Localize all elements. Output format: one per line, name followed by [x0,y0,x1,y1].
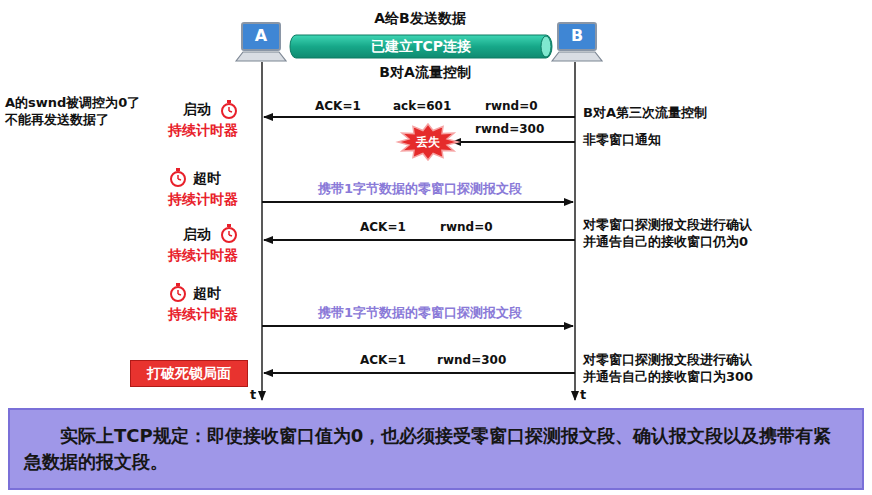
timer-label: 持续计时器 [168,121,238,139]
laptop-screen [558,23,596,50]
laptop-screen [242,23,280,50]
band-body [290,35,552,58]
probe-arrow [262,325,573,327]
loss-burst: 丢失 [398,124,458,160]
host-letter: B [571,26,583,45]
text-label: ACK=1 [360,220,406,236]
band-label: 已建立TCP连接 [371,38,471,56]
message-arrow [264,239,575,241]
text-label: rwnd=0 [440,220,493,236]
stopwatch-icon [222,224,236,242]
host-laptop: A [236,22,286,62]
timer-label: 持续计时器 [168,305,238,323]
timer-label: 持续计时器 [168,246,238,264]
laptop-keyboard [552,52,602,61]
text-label: rwnd=300 [475,122,544,138]
text-label: A给B发送数据 [374,9,466,27]
text-label: ack=601 [393,99,451,115]
text-label: 对零窗口探测报文段进行确认 并通告自己的接收窗口为300 [583,352,823,386]
text-label: B对A流量控制 [379,63,471,81]
timer-label: 持续计时器 [168,190,238,208]
text-label: t [250,387,256,404]
stopwatch-icon [171,283,185,301]
text-label: t [580,387,586,404]
text-label: 超时 [193,284,221,302]
text-label: ACK=1 [360,353,406,369]
status-label: 打破死锁局面 [147,365,231,383]
message-arrow [264,372,575,374]
text-label: B对A第三次流量控制 [583,105,707,122]
probe-arrow [262,201,573,203]
text-label: 启动 [183,225,211,243]
stopwatch-icon [171,168,185,186]
lost-message-arrow [452,141,575,143]
text-label: 启动 [183,100,211,118]
text-label: A的swnd被调控为0了 不能再发送数据了 [5,95,155,129]
probe-label: 携带1字节数据的零窗口探测报文段 [318,305,522,322]
connection-band: 已建立TCP连接 [290,35,552,58]
host-letter: A [255,26,267,45]
probe-label: 携带1字节数据的零窗口探测报文段 [318,181,522,198]
text-label: 超时 [193,169,221,187]
loss-label: 丢失 [416,134,440,151]
text-label: ACK=1 [315,99,361,115]
laptop-keyboard [236,52,286,61]
message-arrow [264,116,575,118]
text-label: 非零窗口通知 [583,132,661,149]
stopwatch-icon [222,100,236,118]
host-laptop: B [552,22,602,62]
status-box: 打破死锁局面 [130,360,248,387]
text-label: rwnd=300 [437,353,506,369]
burst-shape [398,124,458,160]
note-text: 实际上TCP规定：即使接收窗口值为0，也必须接受零窗口探测报文段、确认报文段以及… [24,423,848,475]
timeline-a [261,62,263,400]
text-label: rwnd=0 [485,99,538,115]
band-end [541,36,551,57]
text-label: 对零窗口探测报文段进行确认 并通告自己的接收窗口仍为0 [583,217,813,251]
note-box: 实际上TCP规定：即使接收窗口值为0，也必须接受零窗口探测报文段、确认报文段以及… [8,408,864,490]
timeline-b [574,62,576,400]
